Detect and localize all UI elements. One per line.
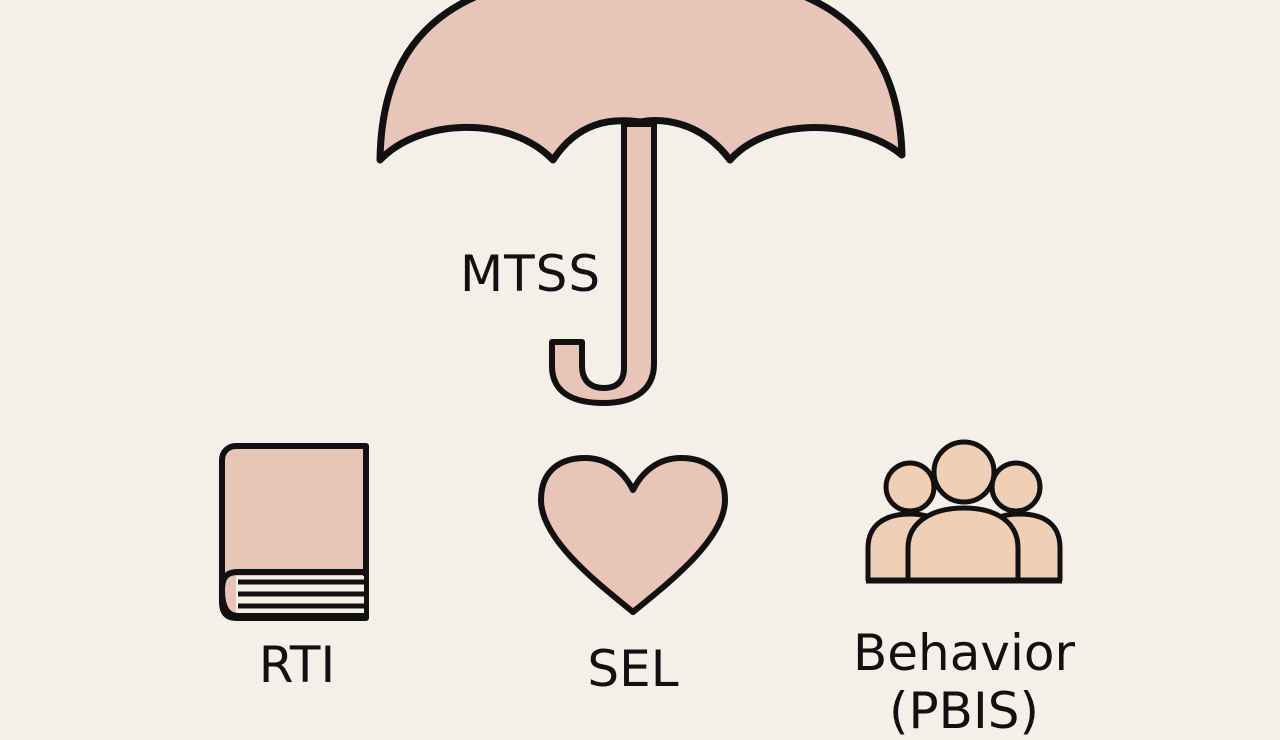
people-group-icon <box>865 439 1063 584</box>
book-icon <box>219 443 369 621</box>
umbrella-icon <box>376 0 906 406</box>
umbrella-handle <box>549 121 657 406</box>
behavior-label-line1: Behavior <box>852 624 1076 682</box>
heart-icon <box>538 455 728 615</box>
rti-label: RTI <box>258 636 336 694</box>
behavior-label: Behavior (PBIS) <box>784 624 1144 740</box>
umbrella-canopy <box>376 0 906 164</box>
behavior-label-line2: (PBIS) <box>889 682 1039 740</box>
umbrella-label: MTSS <box>460 245 602 303</box>
mtss-diagram <box>219 0 1063 621</box>
sel-label: SEL <box>587 640 679 698</box>
